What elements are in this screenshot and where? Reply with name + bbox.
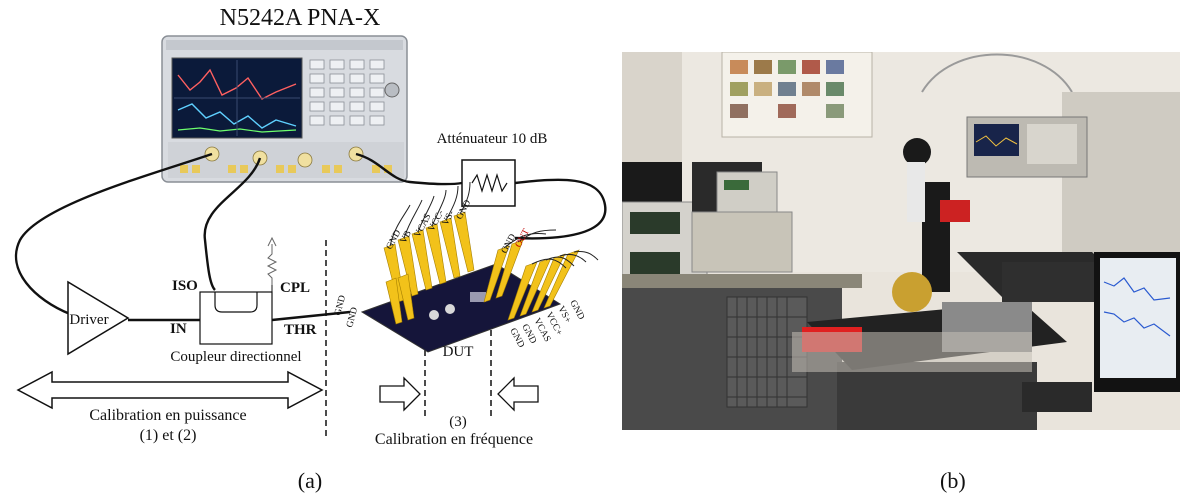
driver-amplifier (67, 280, 130, 356)
monitor (1022, 252, 1180, 412)
power-calibration-steps: (1) et (2) (140, 427, 197, 444)
dut-board (360, 181, 599, 353)
coupler-label: Coupleur directionnel (170, 349, 301, 365)
attenuator-box (461, 159, 516, 207)
pin-label: GND (345, 306, 360, 329)
coupler-iso: ISO (172, 278, 198, 294)
lab-bench-photo-art (622, 52, 1180, 430)
pin-label: GND (455, 198, 474, 221)
oscilloscope (966, 116, 1088, 178)
instrument-title: N5242A PNA-X (220, 5, 381, 31)
freq-calibration-arrow-left (497, 376, 539, 412)
pna-x-analyzer (161, 35, 408, 183)
measurement-setup-diagram: N5242A PNA-X (14, 5, 607, 493)
freq-calibration-label: Calibration en fréquence (375, 431, 533, 448)
coupler-thr: THR (284, 322, 317, 338)
attenuator-label: Atténuateur 10 dB (437, 131, 548, 147)
freq-calibration-step: (3) (449, 414, 467, 430)
coupler-in: IN (170, 321, 187, 337)
lab-bench-photo (622, 52, 1180, 430)
dut-label: DUT (443, 344, 474, 360)
pin-label: VB (399, 229, 414, 245)
coupler-cpl: CPL (280, 280, 310, 296)
probe-station (802, 138, 1132, 430)
driver-label: Driver (69, 312, 108, 328)
power-calibration-label: Calibration en puissance (89, 407, 246, 424)
freq-calibration-arrow-right (379, 376, 421, 412)
caption-a: (a) (298, 468, 322, 493)
caption-b: (b) (940, 468, 966, 493)
directional-coupler (199, 291, 273, 345)
wall-posters (721, 52, 873, 138)
power-calibration-arrow (16, 370, 324, 410)
rf-cables (14, 152, 607, 322)
